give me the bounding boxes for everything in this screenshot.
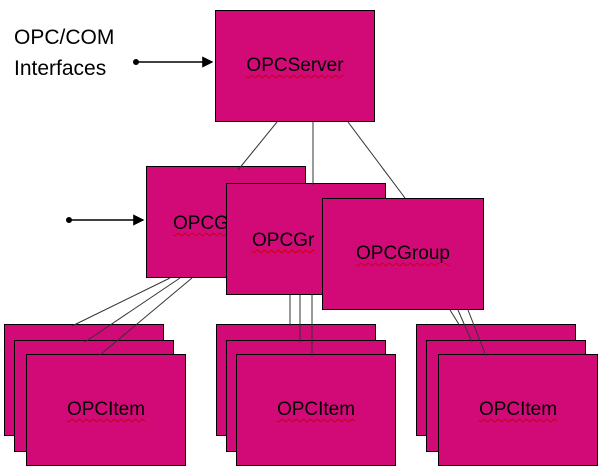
- opc-group-label-3: OPCGroup: [356, 243, 450, 264]
- interface-label-line1: OPC/COM: [14, 26, 115, 49]
- opc-group-label-1: OPCG: [173, 213, 229, 234]
- opc-item-label-2: OPCItem: [276, 399, 356, 420]
- group-1-to-item-1a-line: [71, 277, 171, 327]
- interface-label-line2: Interfaces: [14, 57, 107, 80]
- opc-server-label: OPCServer: [246, 55, 344, 76]
- opc-item-label-3: OPCItem: [478, 399, 558, 420]
- interface-label: OPC/COM Interfaces: [14, 22, 114, 84]
- opc-item-stack-3-front: OPCItem: [438, 354, 598, 466]
- server-to-group-1-line: [237, 121, 278, 171]
- opc-group-box-3: OPCGroup: [322, 198, 484, 310]
- opc-item-label-1: OPCItem: [66, 399, 146, 420]
- opc-group-label-2: OPCGr: [252, 230, 315, 251]
- opc-item-stack-2-front: OPCItem: [236, 354, 396, 466]
- interface-arrow-1-dot: [133, 59, 139, 65]
- opc-server-box: OPCServer: [215, 10, 375, 122]
- interface-arrow-2-dot: [66, 217, 72, 223]
- opc-item-stack-1-front: OPCItem: [26, 354, 186, 466]
